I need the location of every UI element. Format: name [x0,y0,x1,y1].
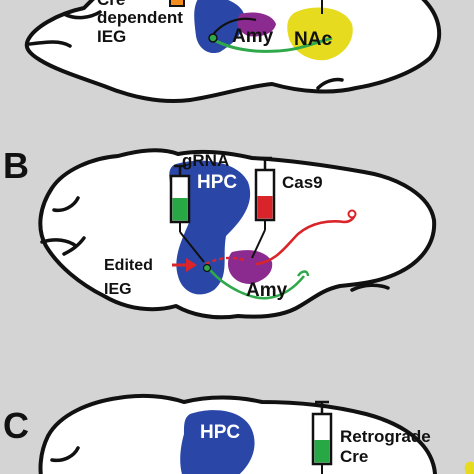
panel-b-sulcus-2 [40,238,78,248]
panel-a-label-amy: Amy [232,26,274,47]
panel-b-green-hook [297,270,310,277]
panel-b-red-tract-end [347,209,357,219]
panel-a-label-nac: NAc [294,29,332,50]
panel-b-brain-outline [38,148,437,320]
panel-c-sulcus-1 [50,446,80,463]
panel-c-label-retrograde: Retrograde [340,427,431,446]
syringe-icon [311,400,333,474]
panel-b-label-ieg: IEG [104,281,132,298]
panel-c-yellow-edge [464,461,474,474]
panel-c-letter: C [3,405,29,446]
syringe-icon [254,156,276,230]
panel-b-red-tract [255,211,356,266]
panel-b-edited-cells [205,256,245,266]
panel-a-label-dependent: dependent [97,8,183,27]
panel-a-orange-marker [169,0,185,7]
panel-a-sulcus-1 [62,10,102,20]
panel-a-label-cre: Cre [97,0,125,9]
panel-b-sulcus-1 [52,196,80,213]
panel-b-amy-region [228,250,273,284]
panel-b-label-hpc: HPC [197,172,237,193]
panel-a-green-tract [213,36,333,53]
panel-b-cas9-needle [251,229,266,259]
panel-a-sulcus-2 [28,40,72,48]
panel-b-green-tract [209,269,306,300]
panel-b-label-grna: gRNA [182,151,229,170]
panel-a-hpc-region [194,0,245,53]
panel-a-cell-body [208,33,218,43]
panel-b: B [3,145,437,320]
arrow-icon [172,258,197,272]
panel-a: Cre dependent IEG Amy NAc [24,0,441,104]
panel-a-label-ieg: IEG [97,27,126,46]
panel-b-sulcus-3 [62,236,86,256]
panel-c: C HPC Retrograde Cre [3,393,474,474]
panel-c-label-hpc: HPC [200,422,240,443]
panel-b-letter: B [3,145,29,186]
panel-b-cell-body [202,263,212,273]
panel-c-hpc-region [180,410,255,474]
panel-b-sulcus-4 [350,283,390,292]
panel-b-label-amy: Amy [246,280,288,301]
panel-b-label-cas9: Cas9 [282,173,323,192]
panel-b-label-edited: Edited [104,257,153,274]
panel-a-sulcus-3 [316,77,344,90]
panel-a-black-tract [211,17,257,37]
syringe-icon [169,164,191,232]
panel-b-grna-needle [179,231,205,263]
panel-c-label-cre: Cre [340,447,368,466]
